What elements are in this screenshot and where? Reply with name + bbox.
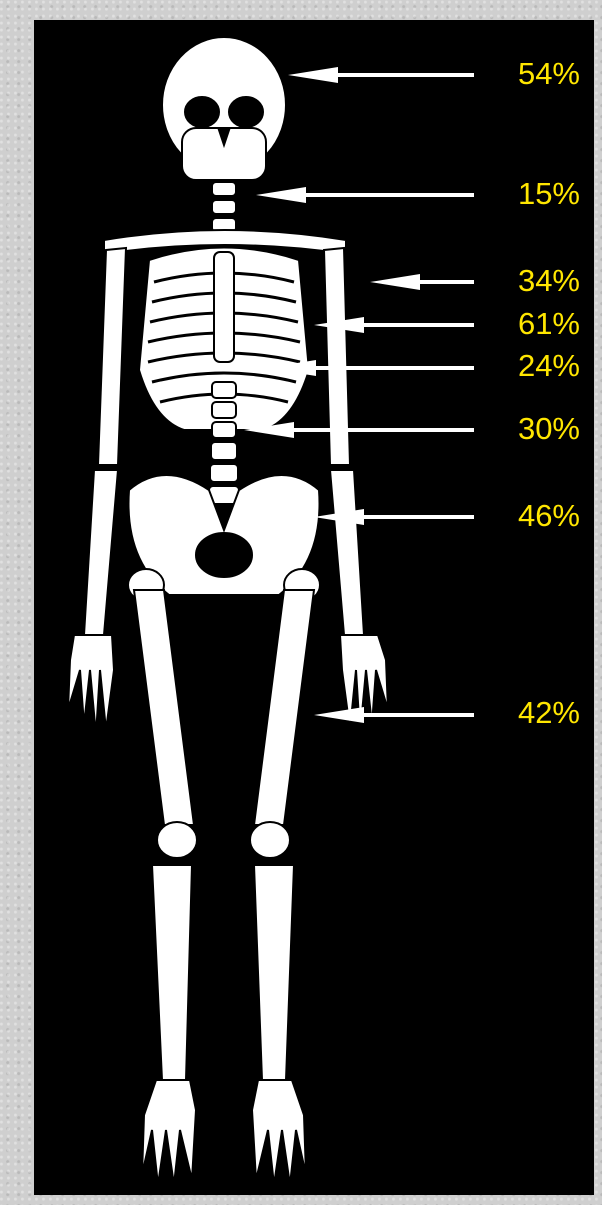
tibia-right: [254, 865, 294, 1080]
vertebra: [212, 422, 236, 438]
label-cervical-spine: 15%: [518, 178, 580, 209]
tibia-left: [152, 865, 192, 1080]
femur-right: [254, 590, 314, 825]
arrow-shaft-cervical-spine: [296, 193, 474, 197]
arrow-shaft-thoracic-spine: [306, 366, 474, 370]
humerus-left: [98, 248, 126, 465]
vertebra: [212, 402, 236, 418]
arrow-shaft-femur: [354, 713, 474, 717]
arrow-shaft-skull: [328, 73, 474, 77]
forearm-right: [330, 470, 364, 635]
label-thoracic-spine: 24%: [518, 350, 580, 381]
sternum: [214, 252, 234, 362]
vertebra: [212, 382, 236, 398]
arrow-head-femur: [314, 707, 364, 723]
knee-right: [250, 822, 290, 858]
forearm-left: [84, 470, 118, 635]
femur-left: [134, 590, 194, 825]
cervical-vertebra: [212, 200, 236, 214]
arrow-shaft-pelvis: [354, 515, 474, 519]
right-eye-socket: [229, 97, 263, 127]
label-skull: 54%: [518, 58, 580, 89]
label-lumbar-spine: 30%: [518, 413, 580, 444]
knee-left: [157, 822, 197, 858]
foot-right: [252, 1080, 306, 1185]
vertebra: [210, 464, 238, 482]
arrow-head-skull: [288, 67, 338, 83]
foot-left: [142, 1080, 196, 1185]
arrow-head-cervical-spine: [256, 187, 306, 203]
hand-left: [68, 635, 114, 735]
label-humerus: 34%: [518, 265, 580, 296]
label-ribs: 61%: [518, 308, 580, 339]
skeleton-diagram: 54% 15% 34% 61% 24% 30% 46% 42%: [34, 20, 594, 1195]
left-eye-socket: [185, 97, 219, 127]
vertebra: [211, 442, 237, 460]
arrow-head-humerus: [370, 274, 420, 290]
label-pelvis: 46%: [518, 500, 580, 531]
cervical-vertebra: [212, 182, 236, 196]
arrow-shaft-ribs: [354, 323, 474, 327]
skeleton-figure: [34, 20, 594, 1195]
arrow-shaft-lumbar-spine: [284, 428, 474, 432]
pelvic-inlet: [196, 533, 252, 577]
humerus-right: [324, 248, 350, 465]
label-femur: 42%: [518, 697, 580, 728]
